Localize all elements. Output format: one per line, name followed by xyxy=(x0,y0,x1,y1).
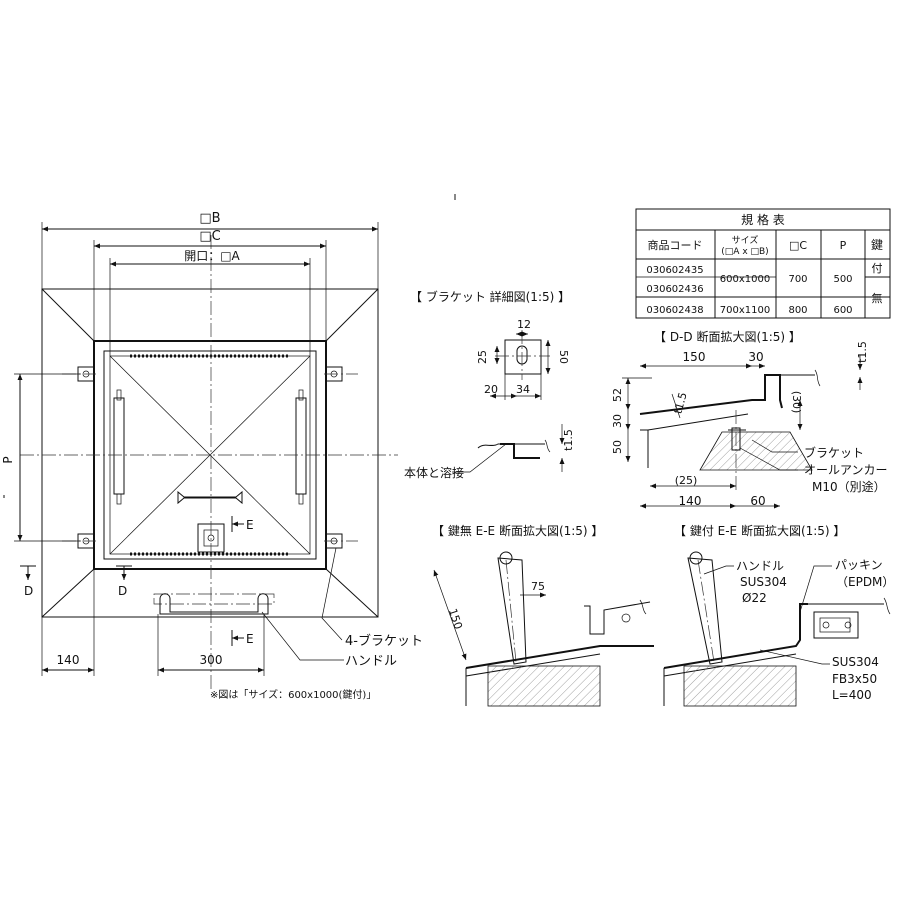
th-size-2: (□A x □B) xyxy=(721,247,768,257)
cell-code-3: 030602438 xyxy=(646,305,703,316)
key-label-fb-2: FB3x50 xyxy=(832,672,877,686)
left-hinge xyxy=(113,397,125,495)
bracket-marks xyxy=(62,366,358,549)
right-hinge xyxy=(295,397,307,495)
th-c: □C xyxy=(789,239,807,252)
lid-handle-bar xyxy=(177,490,243,505)
dim-20: 20 xyxy=(484,383,498,396)
th-key: 鍵 xyxy=(871,237,883,252)
dd-dim-25: (25) xyxy=(675,474,698,487)
dd-section: 【 D-D 断面拡大図(1:5) 】 150 30 t1.5 t1.5 52 3… xyxy=(611,329,888,509)
section-E-top: E xyxy=(246,518,254,532)
cell-code-1: 030602435 xyxy=(646,265,703,276)
key-handle xyxy=(687,557,723,665)
spec-table: 規 格 表 商品コード サイズ (□A x □B) □C P 鍵 0306024… xyxy=(635,208,891,319)
outer-frame xyxy=(41,288,379,618)
outer-handle xyxy=(153,593,275,615)
th-p: P xyxy=(840,239,847,252)
cell-key-1: 付 xyxy=(872,262,883,275)
key-label-fb-3: L=400 xyxy=(832,688,872,702)
cell-p-3: 600 xyxy=(833,305,852,316)
dd-dim-140: 140 xyxy=(679,494,702,508)
dd-dim-30-top: 30 xyxy=(748,350,763,364)
key-label-handle-1: ハンドル xyxy=(736,559,784,573)
cell-p-1: 500 xyxy=(833,274,852,285)
dd-t15-top: t1.5 xyxy=(856,341,869,363)
dd-dim-52: 52 xyxy=(611,388,624,402)
dd-dim-30-left: 30 xyxy=(611,414,624,428)
dim-B: □B xyxy=(199,211,220,226)
plan-note: ※図は「サイズ：600x1000(鍵付)」 xyxy=(210,688,376,701)
table-title: 規 格 表 xyxy=(741,212,785,227)
dim-opening: 開口：□A xyxy=(184,249,240,263)
dd-dim-60: 60 xyxy=(750,494,765,508)
packing-lock xyxy=(813,611,859,639)
dd-dim-50: 50 xyxy=(611,440,624,454)
key-label-handle-2: SUS304 xyxy=(740,575,787,589)
section-D-right: D xyxy=(118,584,127,598)
th-code: 商品コード xyxy=(648,238,703,252)
nokey-handle xyxy=(497,557,527,665)
plan-view: □B □C 開口：□A P D D E E 4-ブラケット ハンドル xyxy=(1,211,423,701)
cell-key-3: 無 xyxy=(872,291,883,305)
bracket-t15: t1.5 xyxy=(562,429,575,451)
bracket-detail-title: 【 ブラケット 詳細図(1:5) 】 xyxy=(410,289,570,304)
dd-label-anchor-2: M10（別途） xyxy=(812,479,886,494)
dim-140: 140 xyxy=(57,653,80,667)
cell-c-3: 800 xyxy=(788,305,807,316)
ee-key-section: 【 鍵付 E-E 断面拡大図(1:5) 】 ハンドル SUS304 Ø22 パッ… xyxy=(663,523,894,707)
cell-size-1: 600x1000 xyxy=(720,274,770,285)
key-label-handle-3: Ø22 xyxy=(742,591,767,605)
bracket-plate xyxy=(504,339,542,375)
key-label-packing-2: （EPDM） xyxy=(836,575,894,589)
dim-300: 300 xyxy=(200,653,223,667)
key-label-fb-1: SUS304 xyxy=(832,655,879,669)
dim-C: □C xyxy=(199,229,220,244)
bracket-detail: 【 ブラケット 詳細図(1:5) 】 12 25 50 20 34 t1.5 本… xyxy=(404,289,575,480)
label-handle: ハンドル xyxy=(345,654,397,669)
dim-P: P xyxy=(1,456,15,463)
dd-dim-30-paren: (30) xyxy=(790,391,803,414)
dd-dim-150: 150 xyxy=(683,350,706,364)
dd-t15-mid: t1.5 xyxy=(672,391,690,415)
label-4-bracket: 4-ブラケット xyxy=(345,633,423,649)
nokey-dim-150: 150 xyxy=(446,607,465,631)
ee-nokey-title: 【 鍵無 E-E 断面拡大図(1:5) 】 xyxy=(432,523,603,538)
cell-size-3: 700x1100 xyxy=(720,305,770,316)
dd-title: 【 D-D 断面拡大図(1:5) 】 xyxy=(654,329,801,344)
nokey-dim-75: 75 xyxy=(531,580,545,593)
dim-50: 50 xyxy=(557,350,570,364)
dim-12: 12 xyxy=(517,318,531,331)
ee-nokey-section: 【 鍵無 E-E 断面拡大図(1:5) 】 75 150 xyxy=(432,523,654,707)
dd-label-bracket: ブラケット xyxy=(804,445,864,460)
section-E-bottom: E xyxy=(246,632,254,646)
th-size-1: サイズ xyxy=(732,234,759,246)
dd-label-anchor-1: オールアンカー xyxy=(804,463,888,477)
key-label-packing-1: パッキン xyxy=(835,558,883,572)
section-D-left: D xyxy=(24,584,33,598)
ee-key-title: 【 鍵付 E-E 断面拡大図(1:5) 】 xyxy=(674,523,845,538)
cell-c-1: 700 xyxy=(788,274,807,285)
dim-25: 25 xyxy=(476,350,489,364)
cell-code-2: 030602436 xyxy=(646,284,703,295)
label-weld: 本体と溶接 xyxy=(404,465,464,480)
dim-34: 34 xyxy=(516,383,530,396)
